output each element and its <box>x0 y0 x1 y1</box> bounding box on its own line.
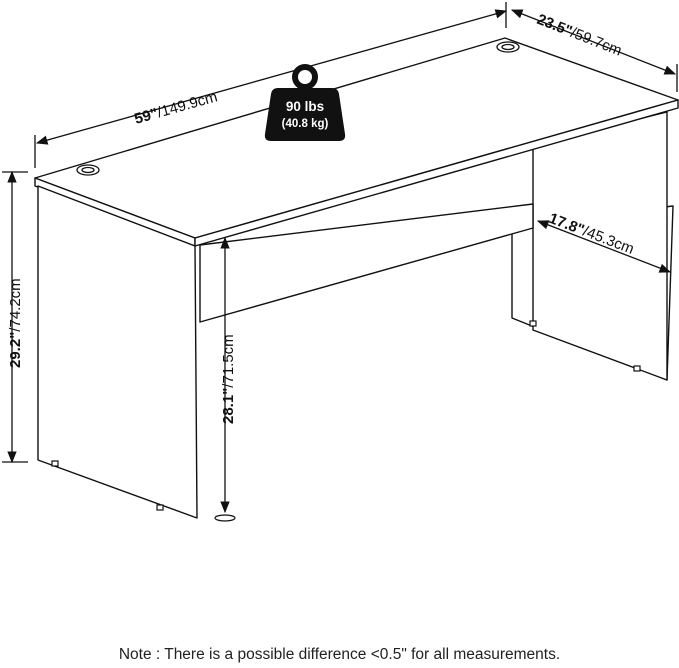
desktop-right-edge <box>194 99 679 247</box>
weight-icon: 90 lbs (40.8 kg) <box>264 64 346 141</box>
leg-depth-dimension-line <box>536 220 672 273</box>
height-label: 29.2"/74.2cm <box>7 278 24 368</box>
depth-label: 23.5"/59.7cm <box>535 11 625 60</box>
left-end-leg <box>37 185 198 519</box>
weight-secondary: (40.8 kg) <box>282 118 329 130</box>
leg-glides <box>51 320 641 522</box>
depth-dimension-line <box>510 9 677 75</box>
width-dimension-line <box>35 9 508 145</box>
modesty-panel <box>199 203 534 323</box>
desk-outline <box>34 37 679 519</box>
weight-primary: 90 lbs <box>286 99 324 114</box>
clearance-label: 28.1"/71.5cm <box>220 334 237 424</box>
width-label: 59"/149.9cm <box>132 88 219 128</box>
measurement-note: Note : There is a possible difference <0… <box>118 646 561 663</box>
